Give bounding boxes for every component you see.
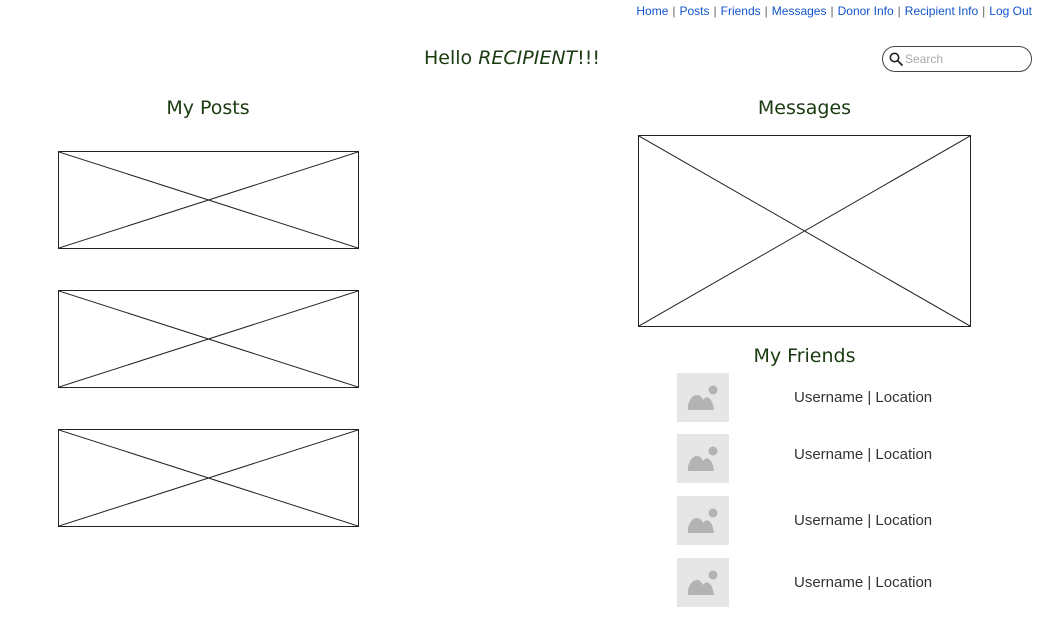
nav-separator: | — [764, 4, 768, 18]
nav-separator: | — [897, 4, 901, 18]
nav-separator: | — [672, 4, 676, 18]
friend-list-item[interactable]: Username | Location — [677, 373, 977, 423]
placeholder-cross-icon — [59, 291, 358, 387]
my-posts-title: My Posts — [166, 97, 250, 119]
post-image-placeholder[interactable] — [58, 290, 359, 388]
placeholder-cross-icon — [639, 136, 970, 326]
friend-username-location[interactable]: Username | Location — [794, 512, 933, 529]
nav-link-log-out[interactable]: Log Out — [989, 4, 1032, 18]
friend-username-location[interactable]: Username | Location — [794, 574, 933, 591]
messages-placeholder[interactable] — [638, 135, 971, 327]
greeting-name: RECIPIENT — [478, 47, 578, 69]
nav-link-recipient-info[interactable]: Recipient Info — [904, 4, 979, 18]
image-placeholder-icon — [688, 570, 718, 595]
avatar[interactable] — [677, 434, 729, 483]
avatar[interactable] — [677, 496, 729, 545]
nav-separator: | — [830, 4, 834, 18]
post-image-placeholder[interactable] — [58, 151, 359, 249]
nav-separator: | — [713, 4, 717, 18]
avatar[interactable] — [677, 558, 729, 607]
search-input[interactable] — [905, 50, 1023, 68]
friend-username-location[interactable]: Username | Location — [794, 446, 933, 463]
nav-link-friends[interactable]: Friends — [720, 4, 761, 18]
placeholder-cross-icon — [59, 430, 358, 526]
messages-title: Messages — [757, 97, 852, 119]
greeting-suffix: !!! — [577, 47, 601, 69]
friend-list-item[interactable]: Username | Location — [677, 434, 977, 484]
search-box[interactable] — [882, 46, 1032, 72]
placeholder-cross-icon — [59, 152, 358, 248]
post-image-placeholder[interactable] — [58, 429, 359, 527]
nav-link-messages[interactable]: Messages — [771, 4, 827, 18]
friend-list-item[interactable]: Username | Location — [677, 496, 977, 546]
friend-list-item[interactable]: Username | Location — [677, 558, 977, 608]
search-icon — [889, 52, 903, 66]
image-placeholder-icon — [688, 385, 718, 410]
nav-link-donor-info[interactable]: Donor Info — [837, 4, 894, 18]
friend-username-location[interactable]: Username | Location — [794, 389, 933, 406]
nav-separator: | — [982, 4, 986, 18]
top-nav: Home | Posts | Friends | Messages | Dono… — [636, 4, 1032, 18]
image-placeholder-icon — [688, 446, 718, 471]
greeting-prefix: Hello — [423, 47, 479, 69]
my-friends-title: My Friends — [753, 345, 856, 367]
nav-link-posts[interactable]: Posts — [679, 4, 710, 18]
nav-link-home[interactable]: Home — [636, 4, 669, 18]
avatar[interactable] — [677, 373, 729, 422]
page-title: Hello RECIPIENT!!! — [0, 47, 1024, 69]
image-placeholder-icon — [688, 508, 718, 533]
